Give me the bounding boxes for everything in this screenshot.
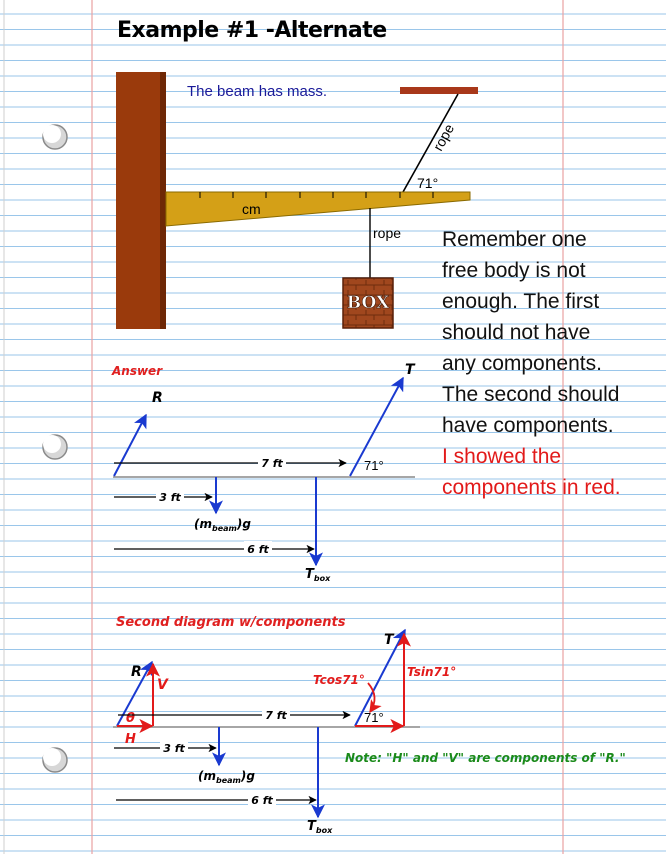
explanation-line: should not have	[442, 321, 591, 344]
answer-label-3ft: 3 ft	[159, 491, 181, 504]
components-angle-label: 71°	[364, 710, 384, 725]
answer-label-6ft: 6 ft	[247, 543, 269, 556]
explanation-line: free body is not	[442, 259, 586, 282]
rope-top-label: rope	[430, 121, 458, 153]
beam-ticks	[199, 192, 434, 198]
components-label-tsin: Tsin71°	[407, 665, 456, 679]
rope-hanging-label: rope	[373, 225, 401, 241]
ceiling-mount	[400, 87, 478, 94]
answer-vector-T	[349, 376, 404, 477]
components-label-tbox: Tbox	[307, 819, 333, 835]
binder-hole-middle	[42, 434, 68, 460]
answer-label-7ft: 7 ft	[261, 457, 283, 470]
wall	[116, 72, 166, 329]
explanation-line: any components.	[442, 352, 602, 375]
answer-label-weight: (mbeam)g	[194, 517, 251, 533]
components-label-theta: θ	[126, 711, 135, 726]
explanation-line: The second should	[442, 383, 620, 406]
components-note: Note: "H" and "V" are components of "R."	[345, 751, 626, 765]
components-label-H: H	[125, 732, 136, 747]
components-pointer-tcos	[367, 682, 382, 714]
components-diagram: R V H θ T Tcos71° Tsin71° 71° 7 ft 3 ft …	[113, 628, 456, 835]
components-heading: Second diagram w/components	[116, 615, 346, 630]
components-label-7ft: 7 ft	[265, 709, 287, 722]
answer-angle-label: 71°	[364, 458, 384, 473]
setup-angle-label: 71°	[417, 175, 438, 191]
explanation-line: have components.	[442, 414, 614, 437]
explanation-text: Remember one free body is not enough. The …	[442, 224, 662, 503]
setup-diagram: BOX cm rope rope 71°	[116, 72, 478, 329]
components-label-weight: (mbeam)g	[198, 769, 255, 785]
box	[342, 277, 394, 329]
page-title: Example #1 -Alternate	[117, 18, 387, 43]
answer-diagram: R T 71° 7 ft 3 ft (mbeam)g 6 ft Tbox	[113, 362, 416, 583]
answer-label-R: R	[152, 390, 163, 406]
components-label-tcos: Tcos71°	[313, 673, 365, 687]
answer-label-T: T	[405, 362, 416, 378]
binder-hole-bottom	[42, 747, 68, 773]
explanation-line: I showed the	[442, 445, 562, 468]
rope-top	[402, 93, 459, 193]
components-label-6ft: 6 ft	[251, 794, 273, 807]
answer-heading: Answer	[112, 364, 163, 378]
components-label-3ft: 3 ft	[163, 742, 185, 755]
explanation-red-lines: I showed the components in red.	[442, 441, 662, 503]
binder-hole-top	[42, 124, 68, 150]
answer-vector-R	[113, 413, 147, 477]
components-label-V: V	[157, 677, 169, 693]
box-label: BOX	[347, 293, 390, 313]
beam	[165, 191, 471, 227]
components-label-R: R	[131, 664, 142, 680]
explanation-line: Remember one	[442, 228, 587, 251]
beam-mass-note: The beam has mass.	[187, 83, 328, 100]
beam-unit-label: cm	[242, 201, 261, 217]
components-label-T: T	[384, 632, 395, 648]
explanation-line: components in red.	[442, 476, 621, 499]
answer-label-tbox: Tbox	[305, 567, 331, 583]
explanation-black-lines: Remember one free body is not enough. The …	[442, 224, 662, 441]
components-vector-T	[354, 628, 406, 727]
explanation-line: enough. The first	[442, 290, 600, 313]
